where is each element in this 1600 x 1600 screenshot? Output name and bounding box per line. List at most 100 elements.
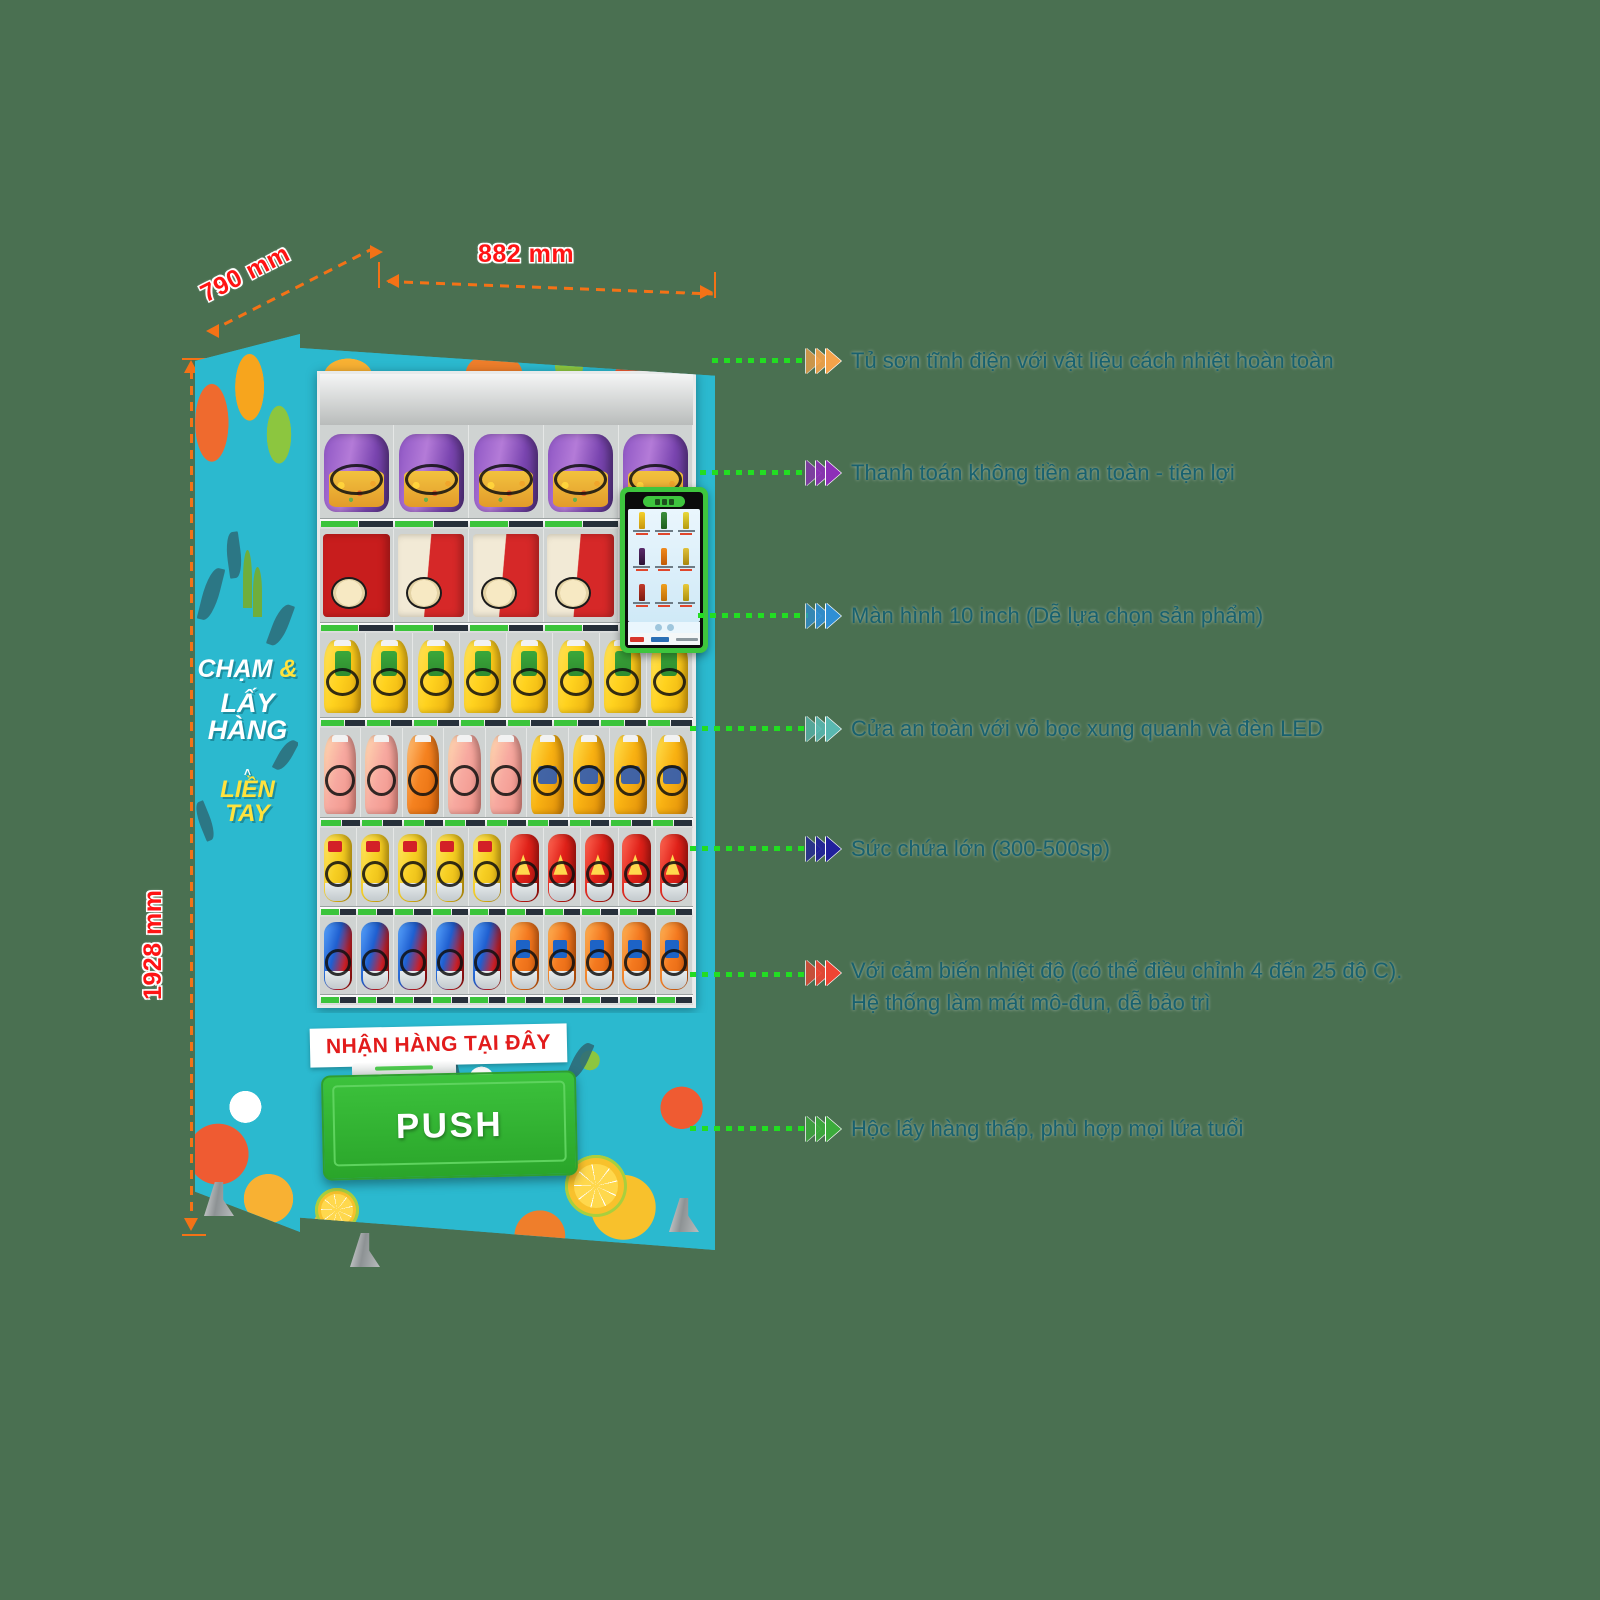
price-tag	[320, 997, 357, 1004]
price-tag	[544, 624, 619, 631]
tag-dark	[489, 997, 506, 1004]
touchscreen-panel[interactable]	[620, 487, 708, 653]
tag-green	[432, 997, 451, 1004]
status-dot-icon	[654, 498, 660, 505]
can-bottom	[325, 882, 351, 901]
tag-green	[367, 719, 391, 726]
shelf-soda-cans	[319, 916, 694, 1006]
tag-green	[470, 908, 489, 915]
product-slot	[320, 828, 358, 906]
price-tag	[469, 997, 506, 1004]
tag-green	[544, 624, 583, 631]
price-tag	[581, 908, 618, 915]
tag-dark	[377, 908, 394, 915]
product-card[interactable]	[631, 584, 652, 619]
tag-green	[395, 520, 433, 527]
dimension-width-arrow-left	[386, 274, 399, 288]
chevron-right-icon	[826, 835, 841, 862]
chevron-group-icon	[806, 459, 841, 486]
machine-front-face	[298, 347, 715, 1250]
product-ring	[362, 949, 389, 976]
tag-green	[414, 719, 438, 726]
price-tag	[366, 719, 413, 726]
price-tag	[320, 820, 361, 827]
product-slot	[581, 828, 619, 906]
product-card[interactable]	[676, 584, 697, 619]
product-card[interactable]	[676, 548, 697, 583]
product-slot	[394, 828, 432, 906]
product-card[interactable]	[653, 584, 674, 619]
tag-dark	[424, 820, 444, 827]
product-thumb	[660, 512, 667, 529]
tag-dark	[391, 719, 413, 726]
tag-green	[470, 624, 508, 631]
tag-green	[611, 820, 632, 827]
callout-text: Hộc lấy hàng thấp, phù hợp mọi lứa tuổi	[851, 1116, 1244, 1141]
product-grid[interactable]	[628, 509, 700, 622]
price-tag	[469, 908, 506, 915]
chevron-right-icon	[826, 715, 841, 742]
product-ring	[408, 765, 438, 796]
chevron-group-icon	[806, 347, 841, 374]
price-tag	[361, 820, 403, 827]
tag-dark	[359, 624, 394, 631]
price-tag	[507, 719, 554, 726]
product-slot	[553, 632, 600, 717]
tag-dark	[438, 719, 459, 726]
shelf-rail	[319, 817, 694, 829]
product-card[interactable]	[653, 548, 674, 583]
tag-green	[320, 908, 339, 915]
price-tag	[544, 908, 581, 915]
tag-dark	[508, 624, 543, 631]
product-slot	[320, 528, 395, 622]
tag-green	[486, 820, 507, 827]
product-card[interactable]	[653, 512, 674, 547]
nav-prev-icon[interactable]	[654, 624, 662, 631]
side-panel-slogan: CHẠM & LẤY HÀNG ˄ LIỀN TAY	[195, 657, 300, 826]
callout-leader-line	[712, 358, 808, 364]
product-ring	[366, 765, 397, 796]
callout-leader-line	[690, 726, 808, 732]
status-dot-icon	[661, 498, 667, 505]
callout-text: Với cảm biến nhiệt độ (có thể điều chỉnh…	[851, 958, 1403, 1015]
product-card[interactable]	[676, 512, 697, 547]
dimension-depth-arrow-left	[206, 324, 219, 338]
chevron-right-icon	[826, 459, 841, 486]
tag-dark	[638, 908, 655, 915]
product-price	[635, 533, 648, 535]
callout-text: Thanh toán không tiền an toàn - tiện lợi	[851, 460, 1235, 485]
product-slot	[469, 424, 544, 518]
tag-green	[554, 719, 578, 726]
tag-green	[395, 908, 414, 915]
product-price	[680, 569, 693, 571]
product-slot	[366, 632, 414, 717]
bottle-cap	[427, 639, 445, 647]
product-thumb	[660, 584, 667, 601]
product-card[interactable]	[631, 548, 652, 583]
product-ring	[532, 765, 563, 796]
tag-dark	[583, 520, 618, 527]
bottle-cap	[664, 734, 680, 742]
callout-insulation: Tủ sơn tĩnh điện với vật liệu cách nhiệt…	[712, 345, 1334, 377]
nav-next-icon[interactable]	[666, 624, 674, 631]
tag-dark	[451, 908, 469, 915]
tag-dark	[531, 719, 553, 726]
product-card[interactable]	[631, 512, 652, 547]
chevron-group-icon	[806, 602, 841, 629]
product-slot	[460, 632, 507, 717]
tag-green	[507, 908, 526, 915]
price-tag	[506, 908, 543, 915]
dimension-height-label: 1928 mm	[139, 889, 167, 1000]
tag-dark	[624, 719, 646, 726]
push-door[interactable]: PUSH	[320, 1070, 579, 1181]
product-slot	[394, 916, 432, 995]
product-slot	[469, 828, 507, 906]
touchscreen-display[interactable]	[625, 492, 703, 648]
tag-green	[320, 820, 341, 827]
slogan-accent-mark: ˄	[243, 765, 251, 780]
product-thumb	[683, 584, 690, 601]
tag-green	[445, 820, 466, 827]
tag-green	[320, 624, 359, 631]
screen-nav-buttons[interactable]	[628, 622, 700, 633]
price-tag	[413, 719, 460, 726]
